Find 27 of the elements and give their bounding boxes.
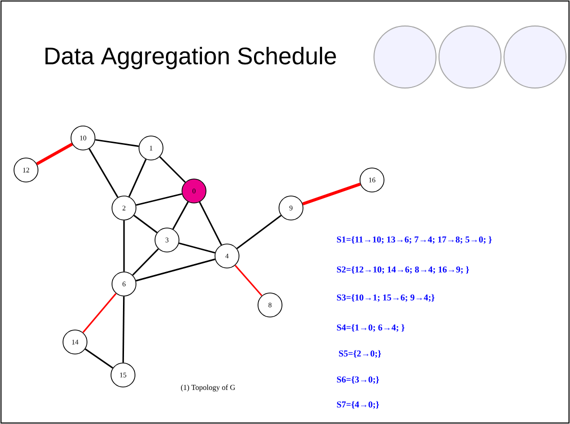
graph-edge [88, 148, 118, 198]
graph-edge [132, 248, 159, 276]
graph-edge [82, 293, 117, 334]
graph-edge [234, 264, 262, 296]
graph-edge [95, 139, 139, 147]
graph-edge [159, 156, 186, 183]
schedule-line: S5={2→0;} [339, 350, 381, 358]
graph-edge [136, 258, 216, 282]
schedule-line: S7={4→0;} [337, 401, 379, 409]
graph-edge [136, 193, 182, 206]
graph-edge [36, 142, 73, 166]
slide-title: Data Aggregation Schedule [46, 46, 336, 70]
graph-edge [84, 348, 114, 369]
schedule-line: S6={3→0;} [337, 376, 379, 384]
schedule-line: S3={10→1; 15→6; 9→4;} [337, 294, 434, 302]
schedule-line: S2={12→10; 14→6; 8→4; 16→9; } [337, 266, 469, 274]
graph-edge [178, 242, 216, 254]
graph-edge [236, 214, 282, 250]
schedule-line: S4={1→0; 6→4; } [337, 324, 404, 332]
graph-edge [123, 220, 125, 272]
graph-edge [134, 214, 158, 234]
graph-edge [128, 159, 147, 197]
schedule-line: S1={11→10; 13→6; 7→4; 17→8; 5→0; } [337, 236, 492, 244]
graph-edge [172, 202, 189, 230]
graph-edge [122, 296, 125, 363]
graph-edge [198, 202, 222, 246]
graph-edge [302, 182, 361, 206]
